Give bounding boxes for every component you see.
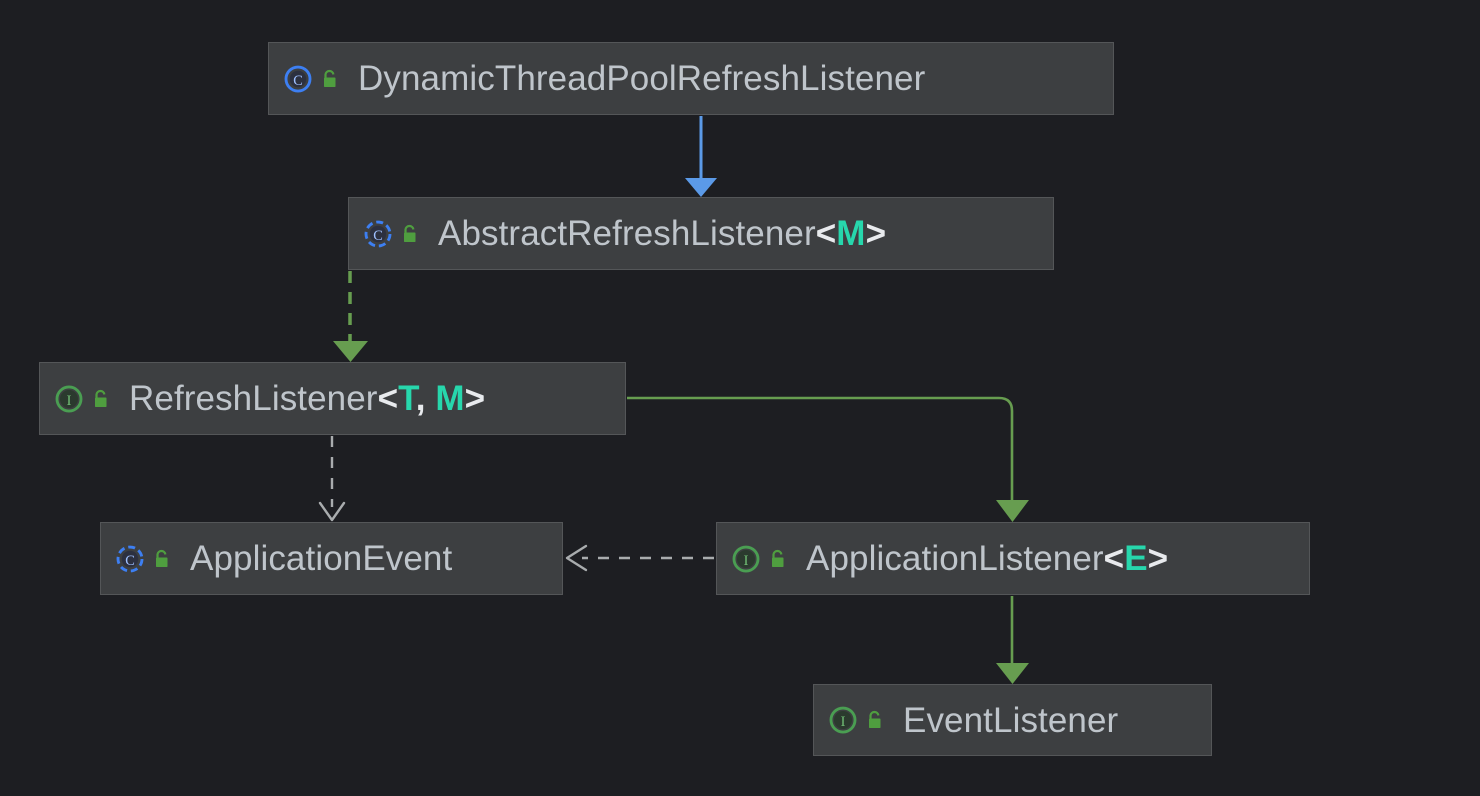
- interface-node-application-listener[interactable]: I ApplicationListener<E>: [716, 522, 1310, 595]
- class-node-application-event[interactable]: C ApplicationEvent: [100, 522, 563, 595]
- class-node-abstract-refresh-listener[interactable]: C AbstractRefreshListener<M>: [348, 197, 1054, 270]
- interface-node-event-listener[interactable]: I EventListener: [813, 684, 1212, 756]
- unlock-icon: [772, 549, 784, 567]
- svg-text:C: C: [373, 227, 383, 243]
- node-icon-group: I: [54, 384, 111, 414]
- node-label: EventListener: [903, 700, 1119, 740]
- class-node-dynamic-thread-pool-refresh-listener[interactable]: C DynamicThreadPoolRefreshListener: [268, 42, 1114, 115]
- unlock-icon: [404, 224, 416, 242]
- unlock-icon: [156, 549, 168, 567]
- generic-params: <E>: [1103, 539, 1169, 578]
- svg-text:I: I: [67, 393, 72, 409]
- node-label: DynamicThreadPoolRefreshListener: [358, 59, 926, 98]
- node-label: ApplicationListener<E>: [806, 539, 1169, 578]
- node-icon-group: I: [731, 544, 788, 574]
- edge-dependency-application-event: [318, 436, 346, 522]
- edge-extends-abstract-refresh-listener: [685, 116, 717, 197]
- node-label: RefreshListener<T, M>: [129, 379, 486, 418]
- edge-dependency-application-listener-event: [565, 544, 714, 572]
- node-icon-group: C: [363, 219, 420, 249]
- generic-params: <M>: [815, 214, 887, 253]
- unlock-icon: [869, 711, 881, 728]
- unlock-icon: [324, 69, 336, 87]
- interface-icon: I: [732, 545, 760, 572]
- interface-icon: I: [55, 385, 83, 412]
- interface-icon: I: [829, 706, 857, 734]
- edge-implements-refresh-listener: [333, 271, 368, 362]
- edge-extends-event-listener: [996, 596, 1029, 684]
- unlock-icon: [95, 389, 107, 407]
- node-label: ApplicationEvent: [190, 539, 453, 578]
- svg-text:C: C: [125, 552, 135, 568]
- abstract-class-icon: C: [364, 220, 392, 247]
- node-icon-group: C: [115, 544, 172, 574]
- edge-extends-application-listener: [627, 396, 1029, 522]
- svg-text:C: C: [293, 72, 303, 88]
- node-icon-group: C: [283, 64, 340, 94]
- interface-node-refresh-listener[interactable]: I RefreshListener<T, M>: [39, 362, 626, 435]
- abstract-class-icon: C: [116, 545, 144, 572]
- node-icon-group: I: [828, 705, 885, 735]
- generic-params: <T, M>: [377, 379, 486, 418]
- svg-text:I: I: [744, 553, 749, 569]
- class-icon: C: [284, 65, 312, 92]
- node-label: AbstractRefreshListener<M>: [438, 214, 887, 253]
- svg-text:I: I: [841, 714, 846, 730]
